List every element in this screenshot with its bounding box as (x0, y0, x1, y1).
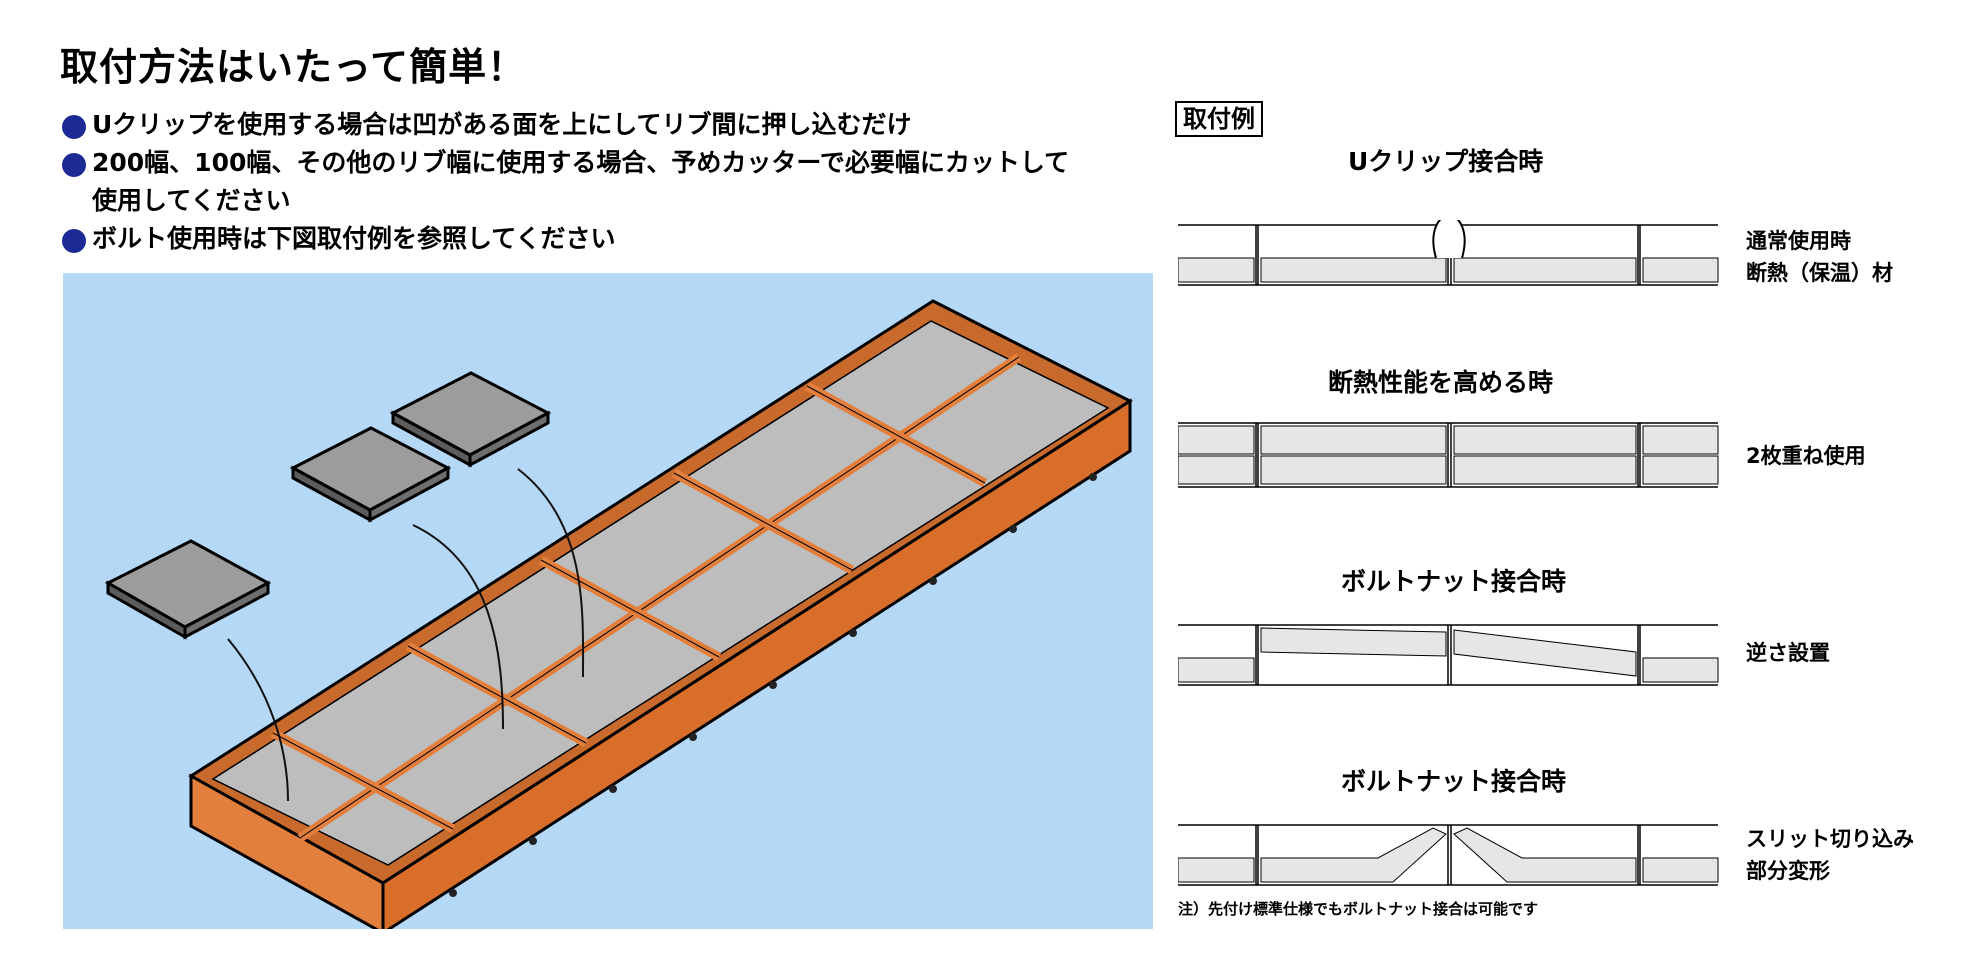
instruction-item: Uクリップを使用する場合は凹がある面を上にしてリブ間に押し込むだけ (60, 106, 1160, 144)
note-line: 部分変形 (1746, 859, 1830, 883)
note-line: 2枚重ね使用 (1746, 444, 1866, 468)
installation-illustration (63, 273, 1153, 929)
example-heading: Uクリップ接合時 (1348, 147, 1544, 176)
formwork-panel-drawing (104, 299, 1134, 929)
examples-label: 取付例 (1175, 101, 1263, 137)
instruction-text: Uクリップを使用する場合は凹がある面を上にしてリブ間に押し込むだけ (92, 110, 912, 139)
double-layer-diagram (1178, 422, 1719, 488)
u-clip-joint-diagram (1178, 220, 1719, 286)
bolt-nut-slit-diagram (1178, 824, 1719, 886)
bolt-nut-inverted-diagram (1178, 624, 1719, 686)
footnote: 注）先付け標準仕様でもボルトナット接合は可能です (1178, 900, 1539, 918)
note-line: 断熱（保温）材 (1746, 261, 1893, 285)
example-note: 2枚重ね使用 (1746, 440, 1866, 472)
instruction-item: 200幅、100幅、その他のリブ幅に使用する場合、予めカッターで必要幅にカットし… (60, 144, 1160, 220)
page-title: 取付方法はいたって簡単！ (60, 45, 527, 89)
instruction-text: ボルト使用時は下図取付例を参照してください (92, 224, 616, 253)
example-note: スリット切り込み 部分変形 (1746, 823, 1914, 887)
note-line: スリット切り込み (1746, 827, 1914, 851)
note-line: 通常使用時 (1746, 229, 1851, 253)
instruction-text-continued: 使用してください (92, 186, 291, 215)
instruction-list: Uクリップを使用する場合は凹がある面を上にしてリブ間に押し込むだけ 200幅、1… (60, 106, 1160, 258)
bullet-dot-icon (62, 153, 86, 177)
example-note: 通常使用時 断熱（保温）材 (1746, 225, 1893, 289)
installation-examples-panel: 取付例 Uクリップ接合時 通常使用時 断熱（保温）材 断熱性能を高める時 (1163, 85, 1928, 930)
note-line: 逆さ設置 (1746, 641, 1830, 665)
example-heading: ボルトナット接合時 (1341, 567, 1567, 596)
instruction-text: 200幅、100幅、その他のリブ幅に使用する場合、予めカッターで必要幅にカットし… (92, 148, 1070, 177)
example-note: 逆さ設置 (1746, 637, 1830, 669)
instruction-item: ボルト使用時は下図取付例を参照してください (60, 220, 1160, 258)
example-heading: 断熱性能を高める時 (1328, 368, 1554, 397)
example-heading: ボルトナット接合時 (1341, 767, 1567, 796)
bullet-dot-icon (62, 229, 86, 253)
bullet-dot-icon (62, 115, 86, 139)
